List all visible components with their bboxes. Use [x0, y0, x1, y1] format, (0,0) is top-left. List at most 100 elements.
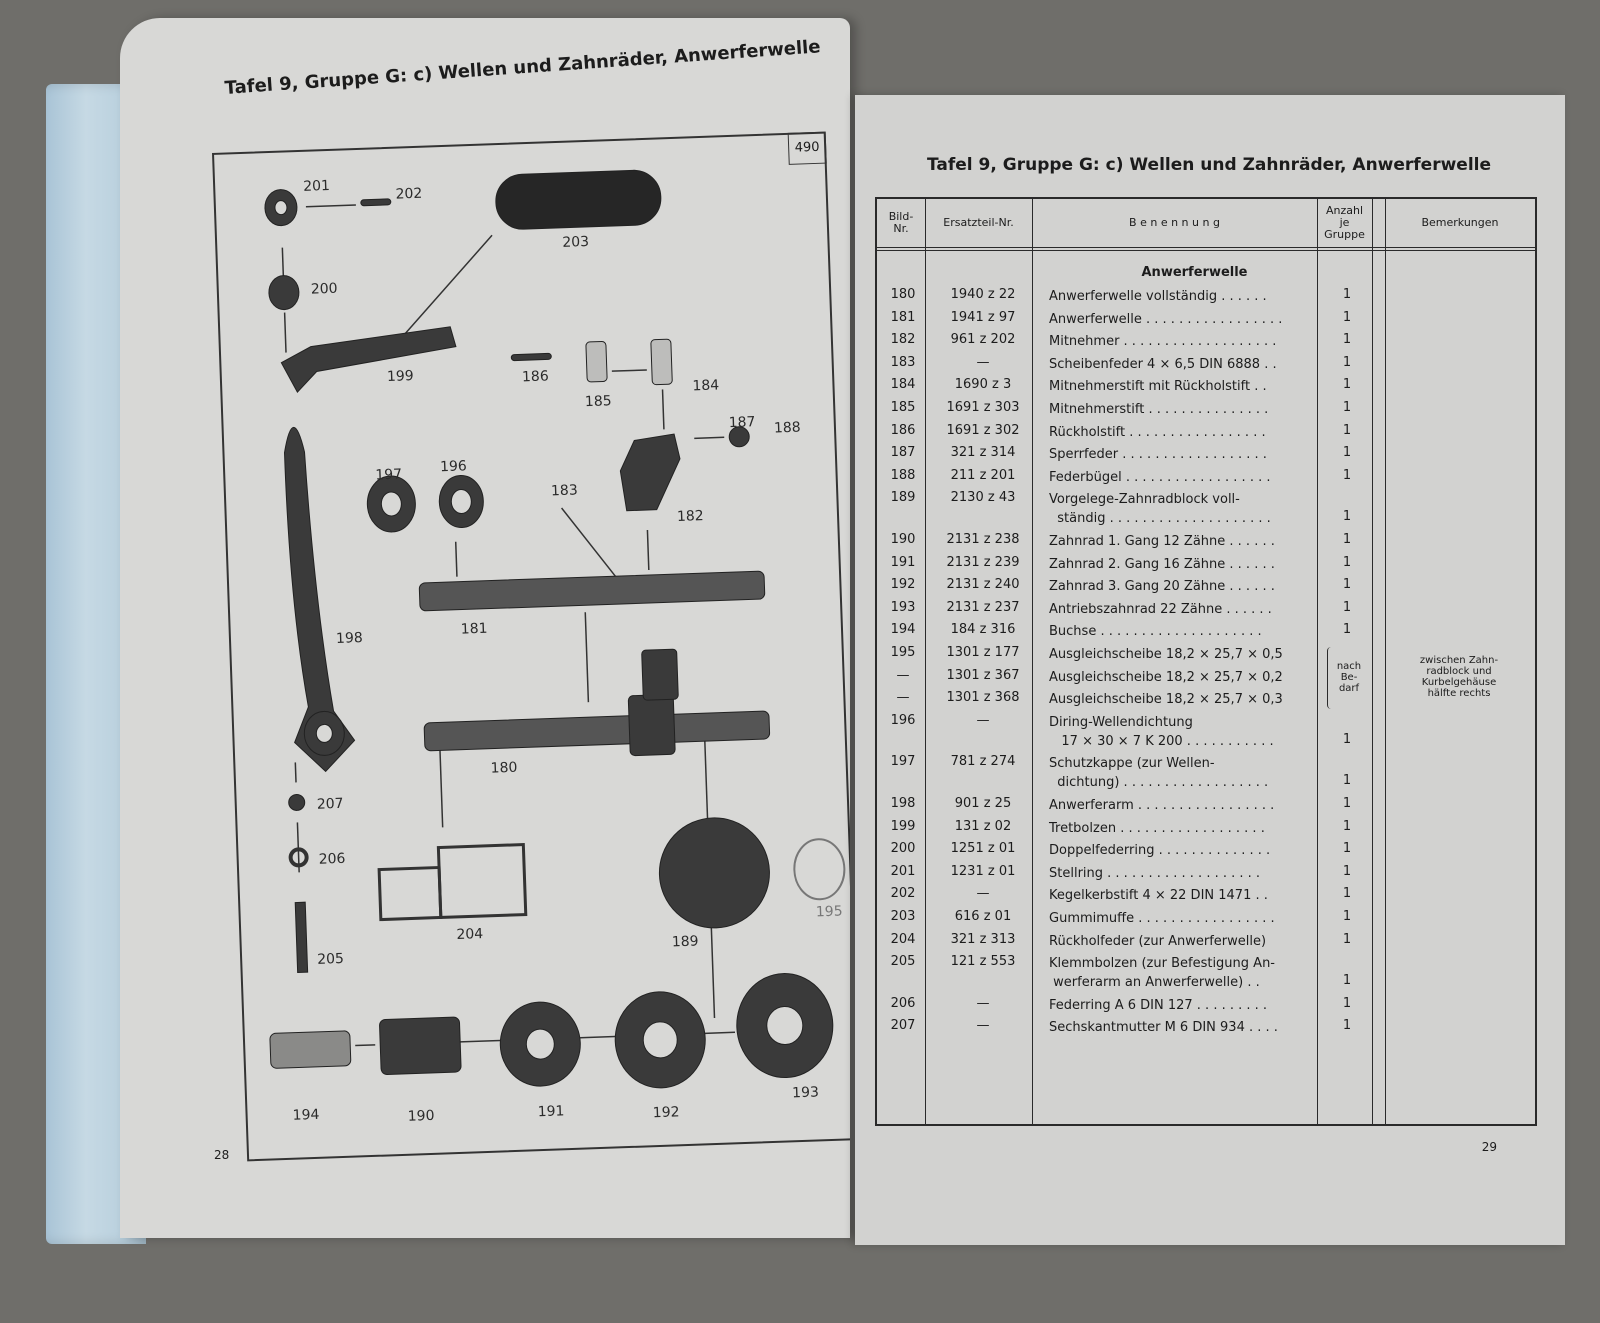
part-label: 184 [692, 377, 720, 395]
cell-bild: 184 [890, 377, 916, 393]
cell-anz: 1 [1342, 309, 1352, 325]
parts-table: Bild- Nr. Ersatzteil-Nr. B e n e n n u n… [875, 197, 1537, 1126]
cell-name: Scheibenfeder 4 × 6,5 DIN 6888 . . [1049, 356, 1277, 372]
cell-nr: 211 z 201 [950, 467, 1016, 483]
nach-bedarf-note: nach Be- darf [1336, 661, 1362, 694]
header-ersatzteil-nr: Ersatzteil-Nr. [943, 216, 1014, 229]
cell-name: Klemmbolzen (zur Befestigung An- werfera… [1049, 956, 1275, 991]
cell-bild: 189 [890, 490, 916, 506]
cell-anz: 1 [1342, 467, 1352, 483]
cell-anz: 1 [1342, 532, 1352, 547]
cell-bild: 201 [890, 863, 916, 879]
cell-anz: 1 [1342, 599, 1352, 615]
cell-name: Sechskantmutter M 6 DIN 934 . . . . [1049, 1020, 1278, 1036]
cell-anz: 1 [1342, 577, 1352, 593]
cell-nr: 1251 z 01 [950, 841, 1016, 857]
remark-195: zwischen Zahn- radblock und Kurbelgehäus… [1419, 655, 1499, 699]
cell-name: Mitnehmerstift mit Rückholstift . . [1049, 379, 1267, 395]
part-label: 202 [395, 185, 423, 203]
header-bild-nr: Bild- Nr. [888, 210, 914, 235]
cell-anz: 1 [1342, 796, 1352, 811]
cell-nr: 1231 z 01 [950, 863, 1016, 879]
cell-nr: 2131 z 239 [946, 554, 1020, 570]
left-page-title: Tafel 9, Gruppe G: c) Wellen und Zahnräd… [224, 36, 822, 99]
right-page-number: 29 [1481, 1140, 1497, 1154]
cell-anz: 1 [1342, 1018, 1352, 1034]
part-label: 207 [316, 795, 344, 813]
cell-nr: 781 z 274 [950, 754, 1016, 770]
cell-nr: 2130 z 43 [950, 490, 1016, 506]
parts-diagram-plate: 490 [212, 131, 850, 1162]
cell-nr: — [976, 886, 990, 902]
header-bemerkungen: Bemerkungen [1421, 216, 1499, 229]
cell-bild: 180 [890, 287, 916, 302]
cell-anz: 1 [1342, 400, 1352, 415]
part-label: 187 [728, 414, 756, 432]
cell-anz: 1 [1342, 354, 1352, 370]
cell-anz: 1 [1342, 422, 1352, 438]
cell-bild: 182 [890, 332, 916, 348]
right-page-title: Tafel 9, Gruppe G: c) Wellen und Zahnräd… [927, 155, 1492, 175]
part-label: 192 [652, 1104, 680, 1122]
cell-bild: 202 [890, 886, 916, 902]
cell-nr: — [976, 995, 990, 1011]
cell-bild: 183 [890, 354, 916, 370]
cell-bild: 205 [890, 954, 916, 970]
part-label: 180 [490, 759, 518, 777]
part-label: 181 [460, 620, 488, 638]
cell-name: Zahnrad 1. Gang 12 Zähne . . . . . . [1049, 534, 1275, 549]
part-label: 198 [335, 630, 364, 647]
section-heading: Anwerferwelle [1141, 265, 1248, 280]
part-label: 206 [318, 850, 346, 868]
part-label: 205 [316, 950, 345, 968]
cell-bild: 190 [890, 532, 916, 547]
cell-nr: 2131 z 237 [946, 599, 1020, 615]
cell-nr: — [976, 712, 990, 728]
header-benennung: B e n e n n u n g [1129, 216, 1220, 229]
part-label: 182 [676, 508, 704, 525]
part-label: 197 [375, 466, 403, 484]
cell-bild: 193 [890, 599, 916, 615]
cell-name: Ausgleichscheibe 18,2 × 25,7 × 0,5 [1049, 647, 1283, 662]
cell-name: Sperrfeder . . . . . . . . . . . . . . .… [1049, 447, 1267, 463]
cell-name: Rückholstift . . . . . . . . . . . . . .… [1049, 424, 1266, 440]
part-label: 201 [302, 177, 331, 195]
cell-name: Stellring . . . . . . . . . . . . . . . … [1049, 865, 1261, 881]
cell-anz: 1 [1342, 773, 1352, 789]
part-label: 199 [386, 368, 414, 386]
cell-name: Anwerferwelle vollständig . . . . . . [1049, 289, 1267, 304]
cell-name: Zahnrad 2. Gang 16 Zähne . . . . . . [1049, 556, 1275, 572]
part-label: 196 [439, 458, 468, 476]
part-label: 186 [521, 368, 550, 386]
cell-anz: 1 [1342, 622, 1352, 638]
part-label: 193 [791, 1084, 820, 1102]
cell-anz: 1 [1342, 287, 1352, 302]
cell-anz: 1 [1342, 863, 1352, 879]
cell-nr: 1301 z 177 [946, 645, 1020, 660]
part-label: 185 [584, 393, 612, 411]
parts-drawing [264, 169, 846, 1089]
cell-anz: 1 [1342, 973, 1352, 989]
cell-anz: 1 [1342, 509, 1352, 525]
cell-name: Gummimuffe . . . . . . . . . . . . . . .… [1049, 911, 1275, 926]
cell-bild: 185 [890, 400, 916, 415]
cell-nr: 1691 z 302 [946, 422, 1020, 438]
cell-name: Buchse . . . . . . . . . . . . . . . . .… [1049, 624, 1262, 640]
cell-nr: 131 z 02 [954, 818, 1012, 834]
cell-bild: 206 [890, 995, 916, 1011]
cell-name: Kegelkerbstift 4 × 22 DIN 1471 . . [1049, 888, 1268, 904]
part-label: 188 [773, 419, 801, 437]
left-page-number: 28 [214, 1148, 230, 1162]
cell-anz: 1 [1342, 332, 1352, 348]
cell-bild: 195 [890, 645, 916, 660]
part-label: 190 [407, 1107, 435, 1125]
cell-bild: 191 [890, 554, 916, 570]
part-label: 195 [815, 903, 843, 921]
cell-nr: 184 z 316 [950, 622, 1016, 638]
header-anzahl: Anzahl je Gruppe [1324, 204, 1365, 241]
cell-bild: — [896, 690, 910, 706]
part-label: 204 [456, 926, 484, 943]
cell-anz: 1 [1342, 445, 1352, 461]
cell-name: Schutzkappe (zur Wellen- dichtung) . . .… [1049, 756, 1269, 791]
cell-bild: 197 [890, 754, 916, 770]
